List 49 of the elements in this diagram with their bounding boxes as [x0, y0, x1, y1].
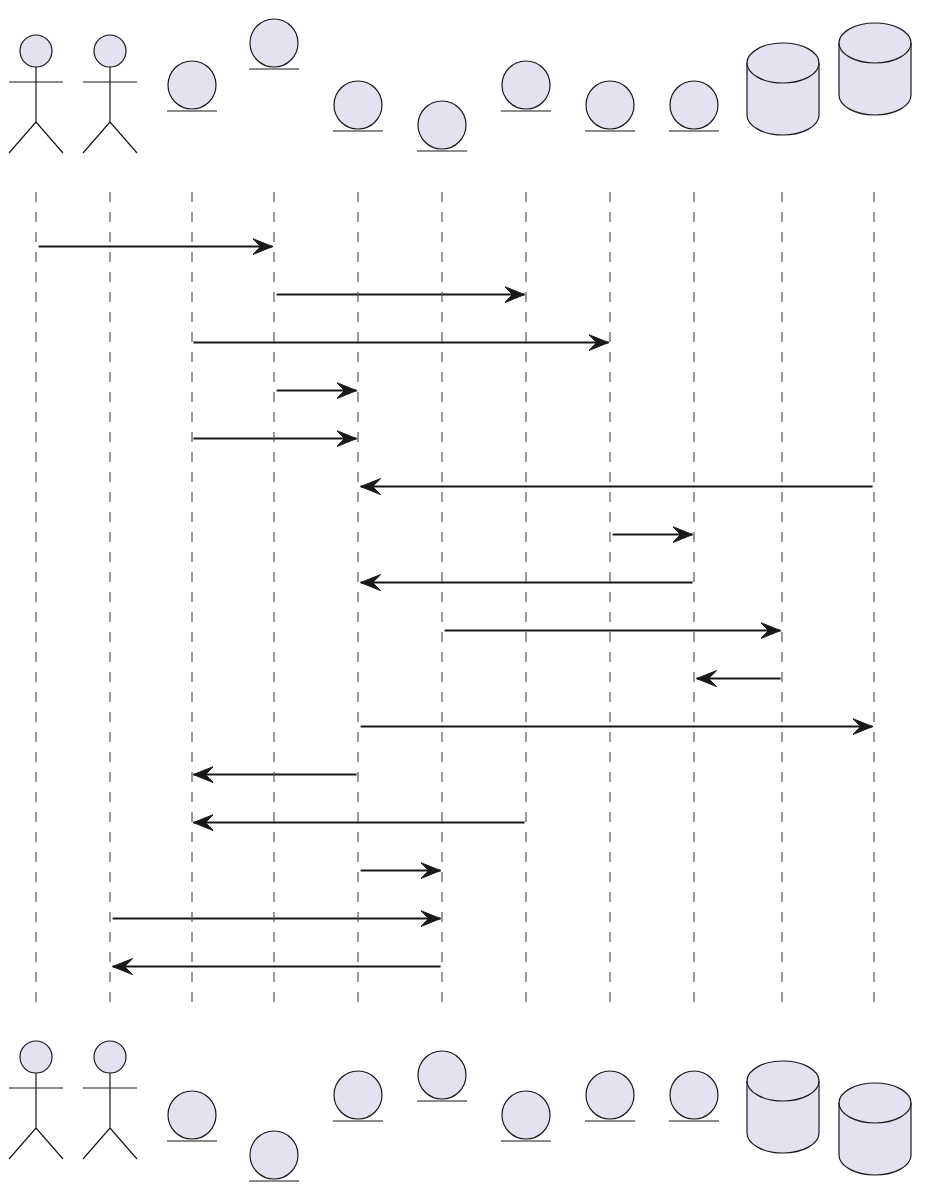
message-arrow: [192, 766, 358, 784]
message-arrow: [359, 862, 442, 880]
message-arrow: [359, 718, 874, 736]
entity-circle: [416, 1049, 469, 1101]
message-arrow: [695, 670, 782, 688]
database-cylinder: [745, 1060, 820, 1154]
entity-circle: [584, 79, 637, 131]
database-cylinder: [837, 1081, 912, 1175]
actor-figure: [82, 1039, 139, 1159]
message-arrow: [611, 526, 694, 544]
message-arrow: [443, 622, 782, 640]
message-arrow: [359, 574, 694, 592]
database-cylinder: [837, 21, 912, 115]
message-arrow: [192, 430, 358, 448]
lifeline: [356, 192, 361, 1004]
lifeline: [34, 192, 39, 1004]
lifeline: [692, 192, 697, 1004]
entity-circle: [248, 1129, 301, 1181]
message-arrow: [359, 478, 874, 496]
entity-circle: [165, 1089, 218, 1141]
lifeline: [108, 192, 113, 1004]
lifeline: [440, 192, 445, 1004]
message-arrow: [275, 382, 358, 400]
lifeline: [189, 192, 194, 1004]
lifeline: [608, 192, 613, 1004]
actor-figure: [82, 33, 139, 153]
actor-figure: [8, 33, 65, 153]
lifeline: [780, 192, 785, 1004]
entity-circle: [248, 18, 301, 70]
entity-circle: [332, 1069, 385, 1121]
entity-circle: [165, 59, 218, 111]
message-arrow: [111, 910, 442, 928]
entity-circle: [668, 79, 721, 131]
entity-circle: [584, 1069, 637, 1121]
entity-circle: [668, 1069, 721, 1121]
message-arrow: [37, 238, 274, 256]
message-arrow: [111, 958, 442, 976]
message-arrow: [192, 334, 610, 352]
message-arrow: [192, 814, 526, 832]
entity-circle: [416, 99, 469, 151]
lifeline: [272, 192, 277, 1004]
entity-circle: [332, 79, 385, 131]
database-cylinder: [745, 41, 820, 135]
lifeline: [524, 192, 529, 1004]
message-arrow: [275, 286, 526, 304]
lifeline: [872, 192, 877, 1004]
actor-figure: [8, 1039, 65, 1159]
entity-circle: [500, 1089, 553, 1141]
entity-circle: [500, 59, 553, 111]
